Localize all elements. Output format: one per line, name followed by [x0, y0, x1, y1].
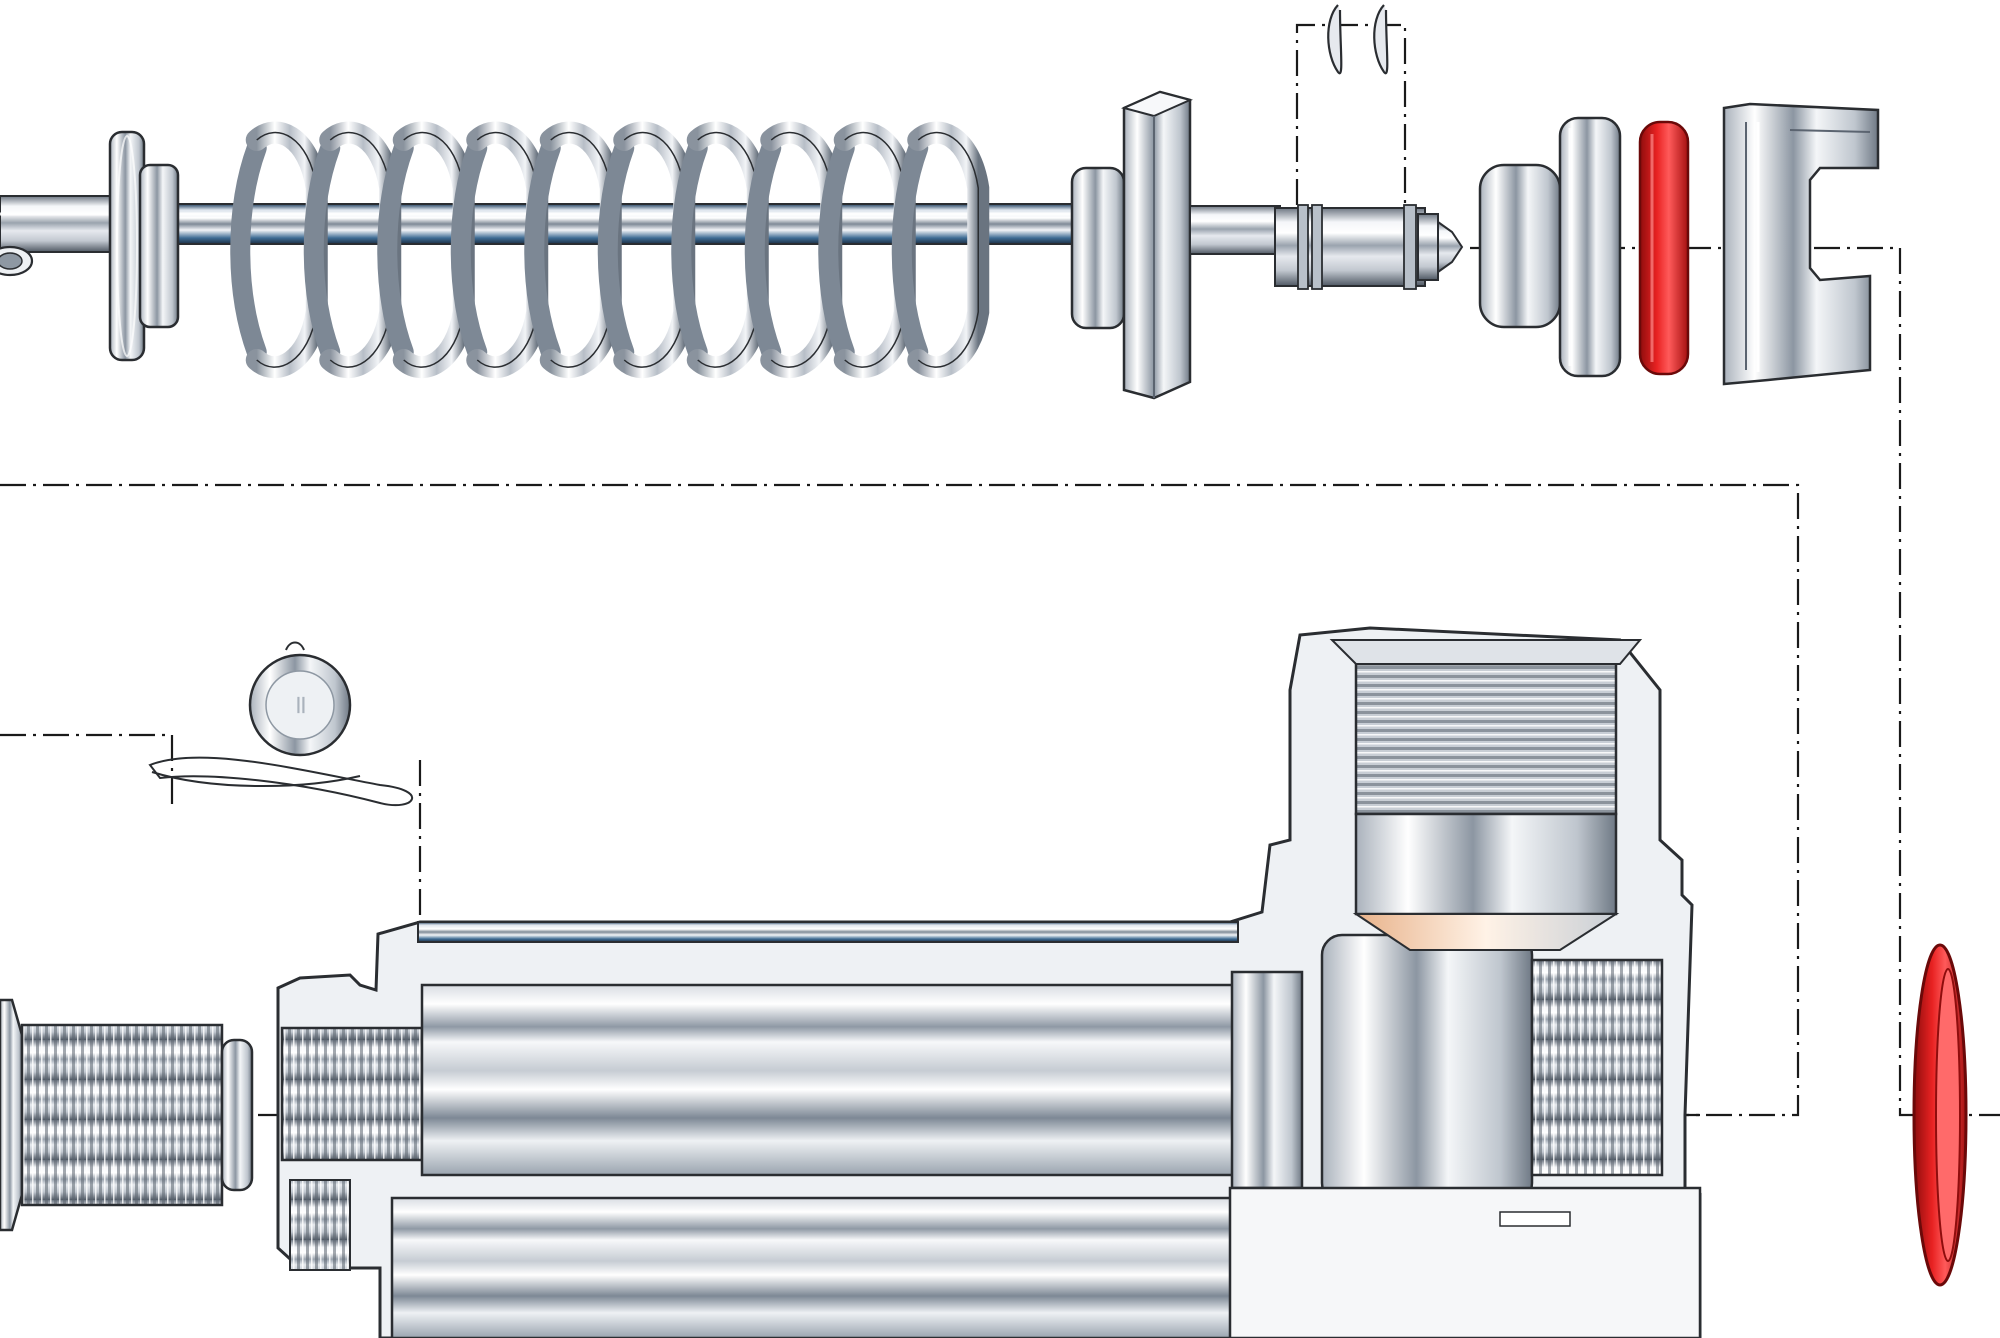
cap-with-lanyard: = [148, 641, 414, 807]
coil-spring [230, 121, 990, 379]
spring-coil-back [230, 138, 267, 362]
spring-coil-edge [917, 131, 979, 368]
large-red-o-ring [1912, 943, 1968, 1287]
spring-coil-back [377, 138, 414, 362]
centerline-clip-box [1295, 23, 1407, 205]
red-seal-ring [1638, 120, 1690, 376]
bushing [1478, 116, 1622, 378]
centerline-cap-left [0, 733, 174, 810]
threaded-nipple [0, 998, 254, 1232]
spring-coil-back [597, 138, 635, 362]
spring-coil-back [450, 138, 488, 362]
retaining-clip [1327, 4, 1389, 75]
spring-coil-back [671, 138, 708, 362]
spring-coil [907, 121, 990, 379]
centerline-loop [0, 483, 1800, 1117]
spring-coil-back [744, 138, 782, 362]
spring-coil-back [818, 138, 855, 362]
spring-coil-back [303, 138, 341, 362]
seal-cup [1722, 102, 1880, 386]
spring-coil-back [891, 138, 929, 362]
svg-text:=: = [286, 694, 316, 716]
hex-flange-nut [1070, 90, 1281, 400]
shaft-pin-end [1274, 204, 1464, 290]
valve-body-cutaway [276, 626, 1702, 1338]
spring-coil-back [524, 138, 561, 362]
shaft-collar [108, 130, 180, 362]
